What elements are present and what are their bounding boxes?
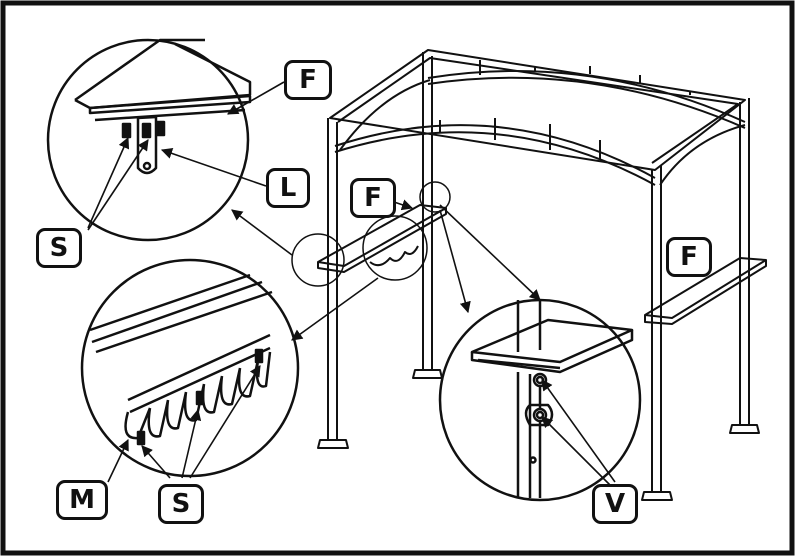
post-back-left bbox=[422, 52, 433, 370]
arrow-s-bottom-1 bbox=[141, 445, 171, 479]
back-arch-inner bbox=[427, 69, 746, 123]
detail-shelf-line bbox=[91, 280, 263, 344]
label-v: V bbox=[592, 484, 638, 524]
detail-shelf-edge bbox=[477, 358, 561, 370]
label-s-bottom: S bbox=[158, 484, 204, 524]
leader-arrows bbox=[87, 81, 616, 486]
front-arch bbox=[334, 131, 656, 186]
detail-screw-left bbox=[121, 122, 132, 139]
arrow-s-bottom-3 bbox=[189, 365, 261, 479]
detail-shelf-top bbox=[74, 38, 205, 102]
label-s-top: S bbox=[36, 228, 82, 268]
label-m: M bbox=[56, 480, 108, 520]
arrow-l bbox=[160, 148, 267, 187]
arrow-s-bottom-2 bbox=[181, 408, 202, 479]
left-arch bbox=[339, 79, 431, 151]
arrow-s-top-2 bbox=[87, 139, 149, 231]
arrow-v-2 bbox=[541, 416, 611, 486]
foot bbox=[317, 439, 349, 449]
detail-rail-screw-right bbox=[254, 348, 264, 364]
detail-shelf-line bbox=[89, 273, 251, 332]
back-arch bbox=[427, 76, 746, 129]
detail-rail-bottom bbox=[129, 346, 271, 414]
front-arch-inner bbox=[334, 124, 656, 179]
foot bbox=[729, 424, 760, 434]
roof-outline bbox=[329, 49, 746, 171]
detail-screw-mid bbox=[141, 122, 152, 139]
detail-bracket-drawing bbox=[74, 38, 252, 175]
left-shelf-edge bbox=[317, 208, 447, 273]
foot bbox=[412, 369, 443, 379]
right-shelf-edge bbox=[644, 260, 767, 325]
frame-hook-rail bbox=[369, 245, 419, 267]
arrow-f-top bbox=[227, 81, 285, 115]
arrow-to-detail-bracket bbox=[231, 209, 293, 256]
detail-screw-right bbox=[155, 120, 166, 137]
label-f-top: F bbox=[284, 60, 332, 100]
gazebo-frame bbox=[317, 49, 767, 501]
detail-hooks bbox=[124, 351, 272, 440]
right-arch bbox=[659, 124, 746, 186]
detail-bracket-hole bbox=[142, 161, 152, 171]
highlight-circle-shelf-left bbox=[291, 233, 345, 287]
arrow-v-1 bbox=[541, 379, 616, 483]
arrow-to-detail-bolts bbox=[439, 209, 471, 314]
post-front-left bbox=[327, 118, 338, 440]
detail-rail-screw-mid bbox=[195, 390, 205, 406]
detail-shelf-front bbox=[470, 330, 634, 374]
detail-bolt-lower-inner bbox=[535, 410, 545, 420]
label-f-mid: F bbox=[350, 178, 396, 218]
highlight-circle-hooks bbox=[362, 215, 428, 281]
detail-shelf-underside bbox=[88, 96, 252, 115]
detail-shelf-lip bbox=[94, 108, 246, 122]
foot bbox=[641, 491, 673, 501]
detail-post-hole bbox=[529, 456, 537, 464]
highlight-circle-bolts bbox=[419, 181, 451, 213]
post-front-right bbox=[651, 165, 662, 492]
label-l: L bbox=[266, 168, 310, 208]
post-back-right bbox=[739, 98, 750, 425]
detail-rail-top bbox=[127, 333, 271, 402]
arrow-s-top-1 bbox=[87, 136, 130, 229]
detail-shelf-line bbox=[95, 290, 273, 354]
detail-hooks-drawing bbox=[89, 273, 273, 446]
arrow-to-detail-bolts-2 bbox=[439, 204, 541, 301]
arrow-to-detail-hooks bbox=[291, 277, 379, 341]
arrow-m bbox=[107, 438, 129, 483]
detail-bracket-plate bbox=[136, 115, 158, 175]
label-f-right: F bbox=[666, 237, 712, 277]
roof-inner-line bbox=[337, 57, 739, 164]
detail-rail-screw-left bbox=[136, 430, 146, 446]
